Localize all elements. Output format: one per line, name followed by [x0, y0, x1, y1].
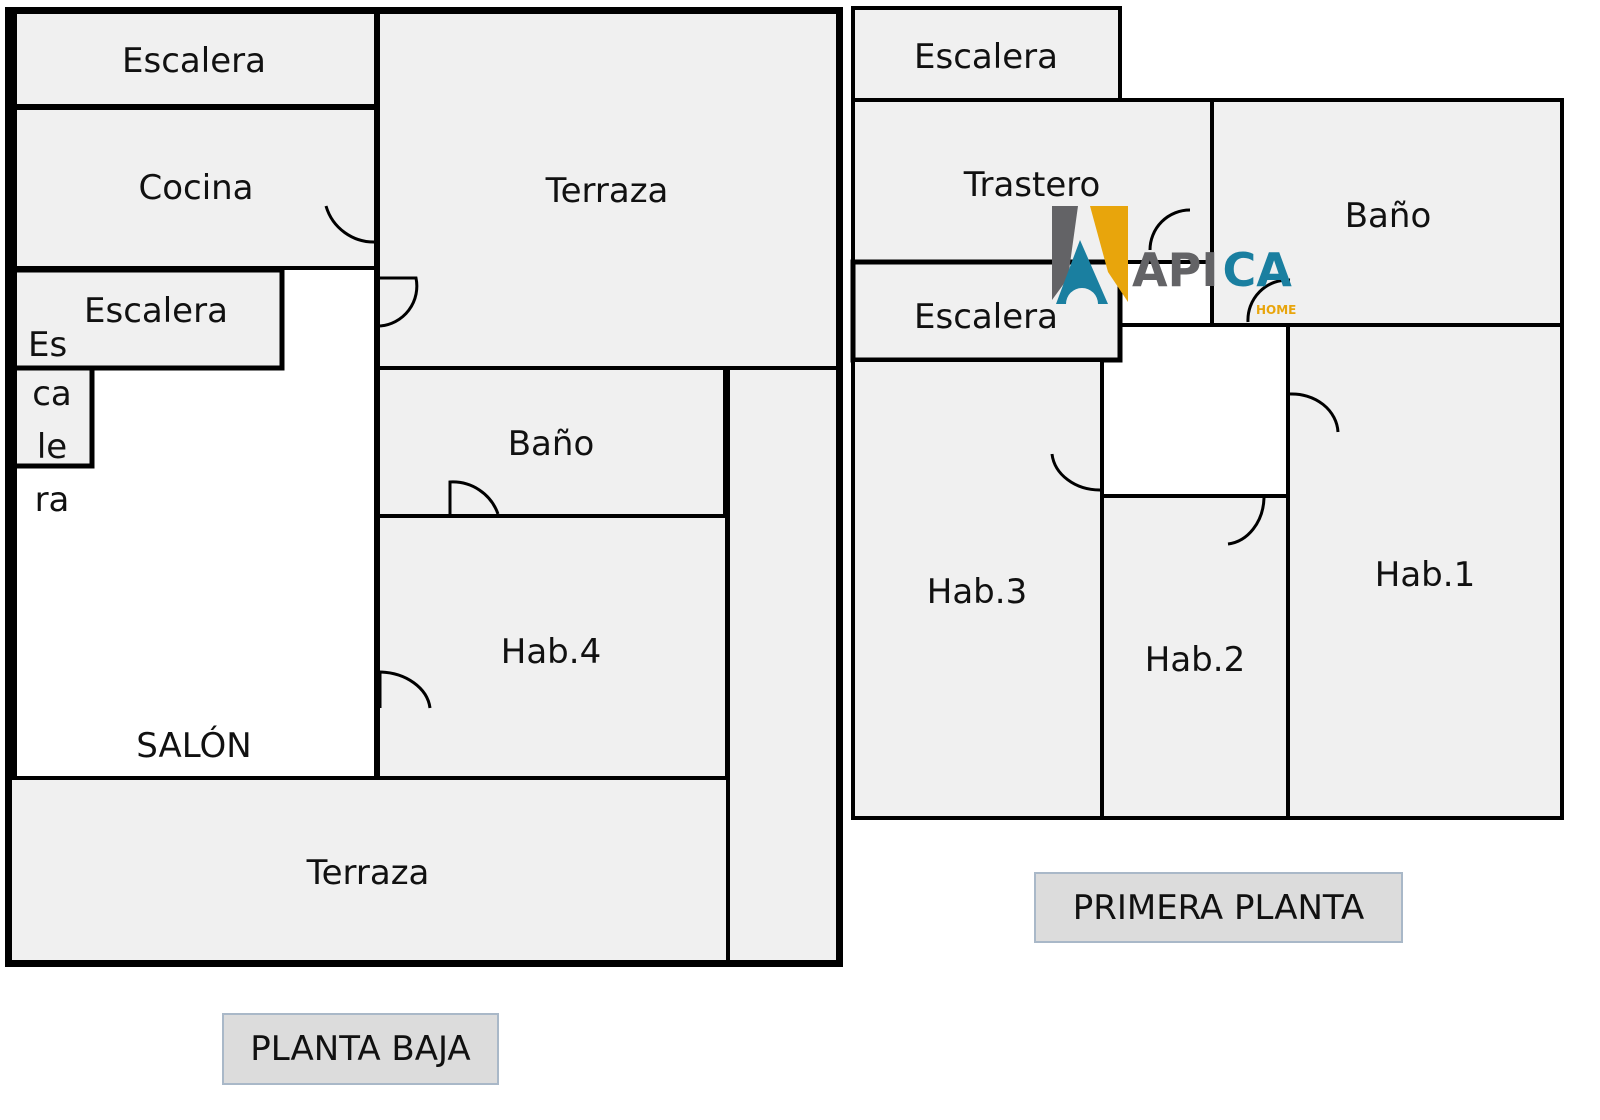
label-stairs-mid-1f: Escalera: [914, 297, 1058, 337]
label-bedroom4: Hab.4: [501, 632, 601, 672]
room-bathroom-1f: [1210, 98, 1564, 327]
room-stairs-small: [11, 365, 95, 469]
ground-floor-title: PLANTA BAJA: [222, 1013, 499, 1085]
label-terrace-top: Terraza: [545, 171, 669, 211]
door-bedroom1: [1289, 392, 1340, 433]
door-bedroom3: [1050, 453, 1101, 492]
door-bathroom: [448, 480, 500, 515]
door-bedroom4: [378, 670, 432, 709]
label-bathroom: Baño: [508, 424, 595, 464]
first-floor-plan: Escalera Trastero Baño Escalera Hab.3 Ha…: [850, 6, 1564, 820]
label-bedroom3: Hab.3: [927, 572, 1027, 612]
logo-text: APICA: [1132, 243, 1292, 297]
label-stairs-top-1f: Escalera: [914, 37, 1058, 77]
room-corridor: [726, 366, 840, 964]
room-stairs-top: [10, 10, 378, 108]
label-terrace-bottom: Terraza: [306, 853, 430, 893]
room-bedroom2: [1100, 494, 1290, 820]
apica-logo: APICA HOME: [1052, 206, 1296, 317]
door-terrace: [379, 276, 419, 328]
label-stairs-vertical-1: Es: [28, 325, 67, 365]
label-kitchen: Cocina: [138, 168, 253, 208]
label-stairs-top: Escalera: [122, 41, 266, 81]
ground-floor-plan: Escalera Cocina Terraza Escalera Es ca l…: [5, 7, 843, 967]
label-stairs-vertical-2: ca: [32, 374, 72, 414]
first-floor-title: PRIMERA PLANTA: [1034, 872, 1403, 943]
door-bedroom2: [1227, 497, 1266, 546]
label-living: SALÓN: [136, 725, 251, 766]
label-bedroom2: Hab.2: [1145, 640, 1245, 680]
label-bedroom1: Hab.1: [1375, 555, 1475, 595]
label-storage: Trastero: [963, 165, 1101, 205]
room-bedroom4: [376, 514, 729, 780]
door-storage: [1148, 208, 1191, 251]
room-bedroom3: [851, 358, 1104, 820]
label-bathroom-1f: Baño: [1345, 196, 1432, 236]
room-stairs-top-1f: [851, 6, 1122, 102]
label-stairs-vertical-3: le: [37, 427, 67, 467]
label-stairs-vertical-4: ra: [35, 480, 70, 520]
door-bathroom-1f: [1246, 278, 1291, 323]
room-bathroom: [376, 366, 727, 518]
svg-text:HOME: HOME: [1256, 303, 1296, 317]
room-bedroom1: [1286, 323, 1564, 820]
room-stairs-mid: [11, 267, 285, 371]
room-terrace-bottom: [8, 776, 732, 964]
door-kitchen: [324, 205, 377, 244]
hall: [1100, 323, 1290, 498]
label-stairs-mid: Escalera: [84, 291, 228, 331]
